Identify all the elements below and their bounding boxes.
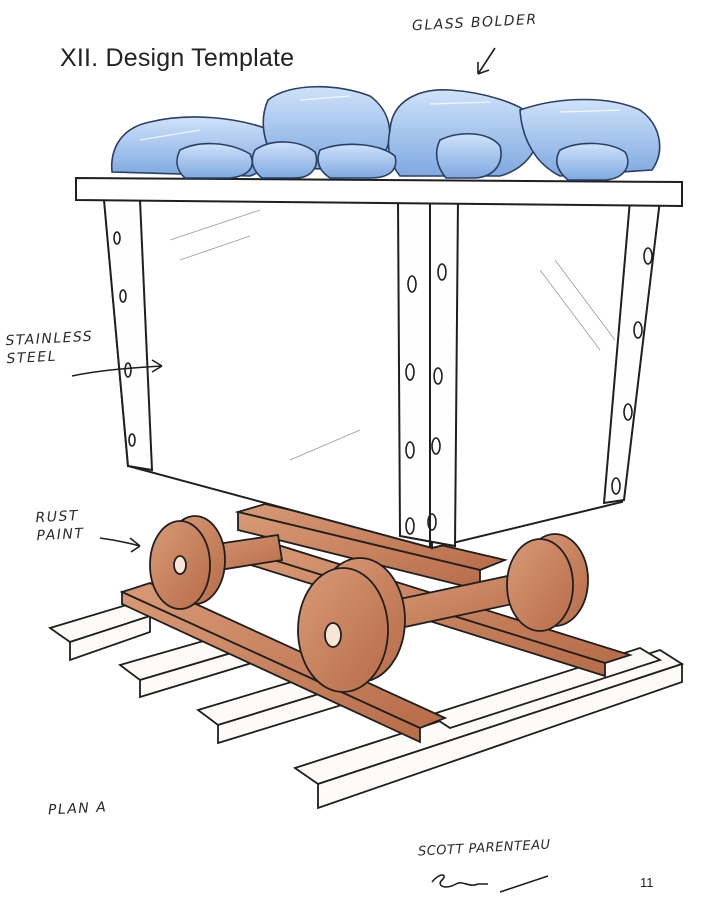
label-plan: PLAN A bbox=[47, 799, 108, 819]
wheels bbox=[149, 515, 589, 693]
annotation-arrows bbox=[71, 47, 496, 553]
cart-rim bbox=[75, 176, 683, 208]
wheel-rear-left bbox=[149, 515, 226, 610]
rust-arrow bbox=[99, 537, 141, 553]
glass-highlights bbox=[139, 95, 621, 141]
glass-boulders bbox=[110, 85, 661, 181]
label-stainless-steel: STAINLESS STEEL bbox=[5, 328, 95, 369]
wheel-rear-right bbox=[506, 533, 589, 632]
steel-arrow bbox=[71, 359, 163, 377]
label-rust-paint: RUST PAINT bbox=[35, 507, 85, 545]
label-rust-line2: PAINT bbox=[36, 525, 85, 545]
cart-body bbox=[102, 197, 662, 550]
glass-arrow bbox=[477, 47, 496, 75]
signature bbox=[431, 874, 549, 893]
page-number: 11 bbox=[640, 875, 654, 890]
wheel-front bbox=[297, 557, 406, 693]
page-heading: XII. Design Template bbox=[60, 44, 295, 72]
